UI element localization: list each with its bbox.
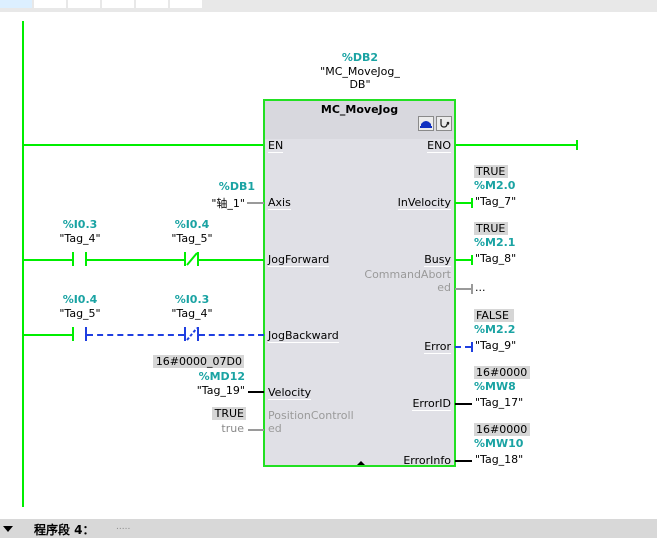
block-header: MC_MoveJog xyxy=(265,101,454,139)
busy-address: %M2.1 xyxy=(474,236,516,249)
expand-arrow-icon[interactable] xyxy=(357,461,365,465)
mc-movejog-block[interactable]: MC_MoveJog EN Axis JogForward JogBackwar… xyxy=(263,99,456,467)
error-wire xyxy=(455,346,471,348)
network-comment[interactable]: ..... xyxy=(116,522,131,532)
errorid-wire xyxy=(455,403,472,405)
invelocity-address: %M2.0 xyxy=(474,179,516,192)
contact3-tag: "Tag_5" xyxy=(59,307,101,320)
contact-tag5b-right[interactable] xyxy=(85,327,87,341)
block-title: MC_MoveJog xyxy=(320,103,399,116)
pin-invelocity: InVelocity xyxy=(397,196,451,210)
pin-commandaborted: CommandAbort ed xyxy=(364,268,451,294)
axis-tag[interactable]: "轴_1" xyxy=(211,197,245,210)
axis-address: %DB1 xyxy=(218,180,255,193)
positioncontrolled-value: TRUE xyxy=(212,407,246,420)
pin-errorid: ErrorID xyxy=(412,397,451,411)
contact-tag4b-left[interactable] xyxy=(184,327,186,341)
busy-value: TRUE xyxy=(474,222,508,235)
instance-db-address: %DB2 xyxy=(341,51,379,64)
toolbar-tab[interactable] xyxy=(102,0,134,8)
network-header[interactable]: 程序段 4： ..... xyxy=(0,519,657,538)
eno-wire xyxy=(455,144,577,146)
commandaborted-wire-end xyxy=(471,284,473,294)
diagnostics-icon[interactable] xyxy=(436,116,452,131)
error-address: %M2.2 xyxy=(474,323,516,336)
commandaborted-tag[interactable]: ... xyxy=(475,281,486,294)
pin-positioncontrolled: PositionControll ed xyxy=(268,409,354,435)
contact4-address: %I0.3 xyxy=(174,293,210,306)
velocity-tag[interactable]: "Tag_19" xyxy=(196,384,245,397)
contact3-address: %I0.4 xyxy=(62,293,98,306)
row2-wire-b xyxy=(87,334,184,336)
errorid-tag[interactable]: "Tag_17" xyxy=(475,396,524,409)
error-wire-end xyxy=(471,342,473,352)
safety-icon[interactable] xyxy=(418,116,434,131)
invelocity-tag[interactable]: "Tag_7" xyxy=(475,195,517,208)
busy-wire xyxy=(455,259,472,261)
positioncontrolled-tag[interactable]: true xyxy=(221,422,244,435)
errorinfo-address: %MW10 xyxy=(474,437,524,450)
toolbar-tab[interactable] xyxy=(136,0,168,8)
row1-wire-c xyxy=(199,259,264,261)
instance-db-name: "MC_MoveJog_ DB" xyxy=(320,65,400,91)
velocity-value: 16#0000_07D0 xyxy=(153,355,244,368)
row1-wire-a xyxy=(23,259,73,261)
invelocity-wire xyxy=(455,202,472,204)
nc-slash-icon xyxy=(186,327,198,341)
network-title: 程序段 4： xyxy=(34,523,95,537)
row1-wire-b xyxy=(87,259,185,261)
errorinfo-tag[interactable]: "Tag_18" xyxy=(475,453,524,466)
axis-wire xyxy=(247,202,264,204)
contact4-tag: "Tag_4" xyxy=(171,307,213,320)
row2-wire-c xyxy=(199,334,264,336)
velocity-wire xyxy=(248,391,264,393)
contact-tag4-left[interactable] xyxy=(72,252,74,266)
invelocity-wire-end xyxy=(471,198,473,208)
toolbar-tab[interactable] xyxy=(0,0,32,8)
contact-tag5-right[interactable] xyxy=(197,252,199,266)
pin-jogforward: JogForward xyxy=(268,253,330,267)
pin-error: Error xyxy=(424,340,451,354)
errorid-address: %MW8 xyxy=(474,380,516,393)
contact1-tag: "Tag_4" xyxy=(59,232,101,245)
contact2-address: %I0.4 xyxy=(174,218,210,231)
eno-wire-end xyxy=(576,140,578,150)
pin-velocity: Velocity xyxy=(268,386,312,400)
toolbar-tab[interactable] xyxy=(170,0,202,8)
contact-tag5b-left[interactable] xyxy=(72,327,74,341)
toolbar-tab[interactable] xyxy=(34,0,66,8)
contact-tag5-left[interactable] xyxy=(184,252,186,266)
errorinfo-wire xyxy=(455,460,472,462)
pin-axis: Axis xyxy=(268,196,291,210)
pin-jogbackward: JogBackward xyxy=(268,329,339,343)
collapse-arrow-icon[interactable] xyxy=(3,526,13,532)
velocity-address: %MD12 xyxy=(198,370,245,383)
contact-tag4-right[interactable] xyxy=(85,252,87,266)
editor-toolbar xyxy=(0,0,657,12)
contact1-address: %I0.3 xyxy=(62,218,98,231)
en-wire xyxy=(23,144,264,146)
contact2-tag: "Tag_5" xyxy=(171,232,213,245)
invelocity-value: TRUE xyxy=(474,165,508,178)
errorid-value: 16#0000 xyxy=(474,366,530,379)
errorinfo-value: 16#0000 xyxy=(474,423,530,436)
error-value: FALSE xyxy=(474,309,514,322)
pin-eno: ENO xyxy=(427,139,451,153)
row2-wire-a xyxy=(23,334,73,336)
pin-busy: Busy xyxy=(424,253,451,267)
toolbar-tab[interactable] xyxy=(68,0,100,8)
nc-slash-icon xyxy=(186,252,198,266)
busy-tag[interactable]: "Tag_8" xyxy=(475,252,517,265)
error-tag[interactable]: "Tag_9" xyxy=(475,339,517,352)
busy-wire-end xyxy=(471,255,473,265)
commandaborted-wire xyxy=(455,288,472,290)
pin-errorinfo: ErrorInfo xyxy=(403,454,451,467)
contact-tag4b-right[interactable] xyxy=(197,327,199,341)
pin-en: EN xyxy=(268,139,284,153)
power-rail xyxy=(22,21,24,507)
positioncontrolled-wire xyxy=(248,429,264,431)
